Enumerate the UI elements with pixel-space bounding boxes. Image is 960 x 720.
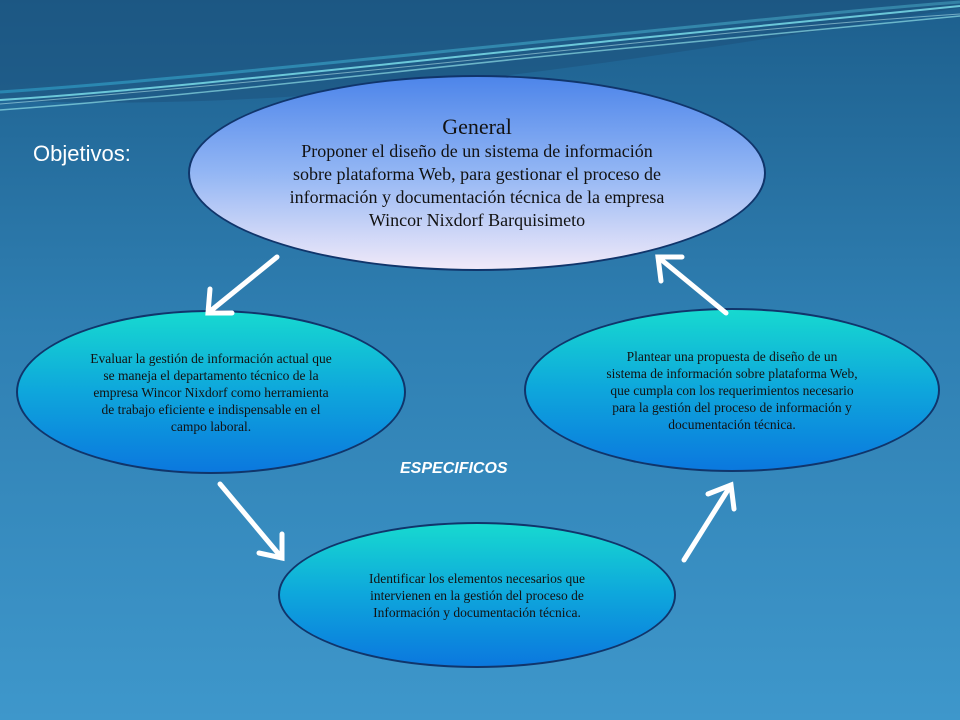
general-title: General xyxy=(442,114,512,139)
specific-objective-plantear: Plantear una propuesta de diseño de un s… xyxy=(524,308,940,472)
objetivos-label: Objetivos: xyxy=(33,141,131,166)
specific-objective-identificar: Identificar los elementos necesarios que… xyxy=(278,522,676,668)
general-text: Proponer el diseño de un sistema de info… xyxy=(289,141,665,230)
arrow-general-to-evaluar-icon xyxy=(205,254,280,316)
arrow-plantear-to-general-icon xyxy=(655,254,729,316)
specific-objective-plantear-text: Plantear una propuesta de diseño de un s… xyxy=(606,348,858,432)
especificos-label: ESPECIFICOS xyxy=(400,460,508,477)
specific-objective-evaluar: Evaluar la gestión de información actual… xyxy=(16,310,406,474)
specific-objective-identificar-text: Identificar los elementos necesarios que… xyxy=(369,570,585,620)
arrow-evaluar-to-identificar-icon xyxy=(217,481,285,562)
specific-objective-evaluar-text: Evaluar la gestión de información actual… xyxy=(90,350,332,434)
arrow-identificar-to-plantear-icon xyxy=(681,481,737,563)
general-objective-ellipse: General Proponer el diseño de un sistema… xyxy=(188,75,766,271)
